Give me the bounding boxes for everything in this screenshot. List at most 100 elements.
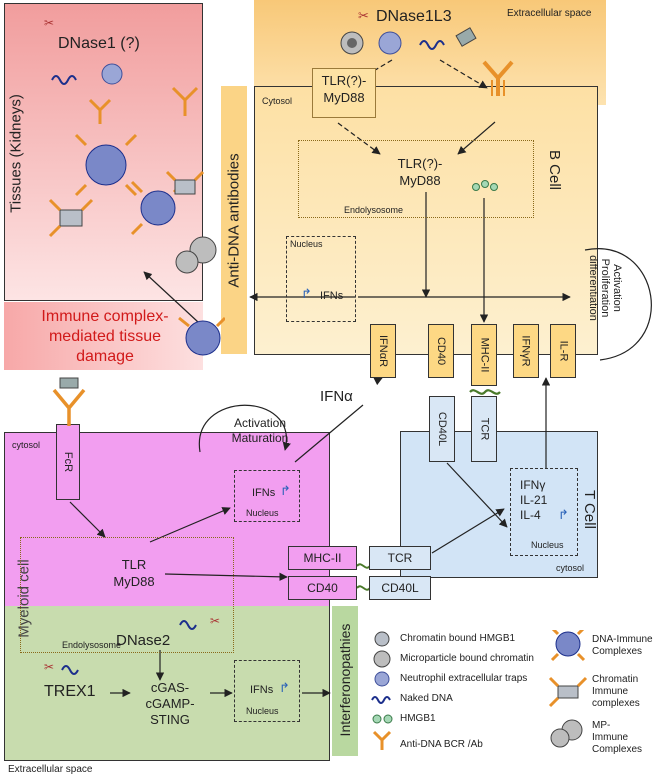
arrow-tlr-endo — [337, 122, 381, 155]
myeloid-activation-label: Activation Maturation — [220, 416, 300, 446]
legend-left-5: Anti-DNA BCR /Ab — [400, 739, 483, 750]
tcell-cytokine-ifng: IFNγ — [520, 478, 546, 492]
tlr-top-label: TLR(?)- MyD88 — [312, 72, 376, 106]
dnase1l3-label: DNase1L3 — [376, 8, 452, 25]
chromatin-complex-icon — [48, 198, 94, 238]
anti-dna-bar — [221, 86, 247, 354]
legend-left-3: Naked DNA — [400, 693, 453, 704]
bcell-nucleus — [286, 236, 356, 322]
legend-right-0-line-1: DNA-Immune — [592, 634, 653, 645]
ifn-gene-arrow-icon: ↱ — [279, 680, 290, 695]
myeloid-activation-line-1: Activation — [233, 416, 287, 430]
tcell-cytosol-label: cytosol — [556, 563, 585, 573]
bcell-ifns-label: IFNs — [320, 290, 344, 302]
chromatin-icon — [455, 27, 477, 47]
myeloid-gene-arrow-icon: ↱ — [280, 483, 291, 498]
bcell-activation-line-2: Proliferation — [599, 258, 611, 318]
legend-right-0: DNA-Immune Complexes — [592, 634, 653, 658]
arrow-tlr-ifns — [149, 507, 231, 543]
fcr-receptor: FcR — [56, 424, 80, 500]
extracellular-top-label: Extracellular space — [507, 8, 592, 19]
bcell-activation-line-1: Activation — [611, 264, 623, 312]
legend-naked-dna-icon — [371, 696, 391, 704]
tcell-nucleus-label: Nucleus — [531, 540, 564, 550]
ifn-nucleus — [234, 660, 300, 722]
legend-icons-left — [371, 631, 393, 750]
myeloid-endolysosome — [20, 537, 234, 653]
legend-right-1-line-2: Immune — [592, 686, 629, 697]
tcell-cytokines: IFNγ IL-21 IL-4 — [520, 478, 547, 523]
myeloid-nucleus — [234, 470, 300, 522]
arrow-tcr-tnucleus-top — [446, 462, 508, 528]
bcell-endolysosome — [298, 140, 534, 218]
tlr-top-line-2: MyD88 — [323, 90, 365, 105]
damage-label: Immune complex- mediated tissue damage — [10, 307, 200, 367]
dnase2-label: DNase2 — [116, 632, 171, 649]
chromatin-hmgb1-icon — [374, 631, 390, 647]
arrow-myeloid-ifn — [294, 404, 364, 463]
tissue-complexes-icons — [48, 63, 186, 238]
legend-right-1: Chromatin Immune complexes — [592, 674, 640, 710]
bcell-tlr-endo-line-1: TLR(?)- — [397, 156, 443, 171]
bcell-tlr-endo-label: TLR(?)- MyD88 — [380, 155, 460, 189]
legend-right-2-line-1: MP- — [592, 720, 611, 731]
tcell-cytokine-il21: IL-21 — [520, 493, 548, 507]
sting-line-1: cGAS- — [150, 680, 190, 695]
ifn-ifns-label: IFNs — [250, 684, 274, 696]
mhc-tcr-link-bcell — [469, 389, 501, 395]
extracellular-bottom-label: Extracellular space — [8, 764, 93, 775]
legend-left-2: Neutrophil extracellular traps — [400, 673, 528, 684]
legend-antibody-icon — [372, 730, 392, 750]
damage-line-2: mediated tissue — [48, 328, 162, 345]
bcell-tlr-endo-line-2: MyD88 — [399, 173, 441, 188]
receptor-mhc-ii-bcell: MHC-II — [471, 324, 497, 386]
legend-left-4: HMGB1 — [400, 713, 436, 724]
receptor-cd40: CD40 — [428, 324, 454, 378]
legend-icons-right — [548, 630, 588, 748]
trex1-label: TREX1 — [44, 683, 96, 700]
mhc-tcr-link-myeloid — [356, 563, 371, 591]
legend-net-icon — [374, 671, 390, 687]
legend-right-1-line-1: Chromatin — [592, 674, 639, 685]
dna-immune-complex-icon — [74, 133, 138, 197]
myeloid-cd40l: CD40L — [369, 576, 431, 600]
legend-microparticle-icon — [373, 650, 391, 668]
myeloid-tlr-label: TLR MyD88 — [104, 556, 164, 590]
legend-right-2: MP- Immune Complexes — [592, 720, 642, 756]
arrow-fcr-tlr — [69, 501, 106, 538]
damage-panel — [4, 302, 203, 370]
arrow-tlr-mhc — [164, 572, 288, 582]
trex1-scissors-icon: ✂ — [44, 660, 55, 674]
dnase2-scissors-icon: ✂ — [210, 614, 221, 628]
myeloid-cd40: CD40 — [288, 576, 357, 600]
receptor-il-r: IL-R — [550, 324, 576, 378]
ifn-nucleus-label: Nucleus — [246, 706, 279, 716]
arrow-ifn-receptor — [373, 377, 383, 386]
top-complexes-icons — [340, 27, 477, 55]
activation-loop-myeloid — [198, 404, 291, 453]
bcell-activation-line-3: differentiation — [587, 255, 599, 321]
legend-right-0-line-2: Complexes — [592, 646, 643, 657]
net-icon — [378, 31, 402, 55]
activation-loop-bcell — [584, 248, 652, 361]
bcell-endolysosome-label: Endolysosome — [344, 205, 404, 215]
arrow-tcr-tnucleus — [431, 508, 505, 554]
myeloid-activation-line-2: Maturation — [231, 431, 289, 445]
tissue-title: DNase1 (?) — [58, 35, 140, 52]
bcell-activation-label: Activation Proliferation differentiation — [587, 223, 623, 353]
myeloid-ifns-label: IFNs — [252, 487, 276, 499]
fcr-immune-complex-icon — [52, 377, 86, 426]
scissors-icon: ✂ — [358, 8, 369, 23]
tcell-cytokine-il4: IL-4 — [520, 508, 541, 522]
receptor-ifngr: IFNγR — [513, 324, 539, 378]
trex1-dna-icon — [61, 665, 79, 675]
tcell-name: T Cell — [581, 490, 598, 529]
tlr-top-box — [312, 68, 376, 118]
myeloid-endolysosome-label: Endolysosome — [62, 640, 122, 650]
bcr-antibody-icon — [482, 60, 514, 96]
myeloid-mhc-ii: MHC-II — [288, 546, 357, 570]
damage-line-3: damage — [76, 348, 134, 365]
myeloid-nucleus-label: Nucleus — [246, 508, 279, 518]
legend: Chromatin bound HMGB1 Microparticle boun… — [370, 630, 666, 760]
legend-left-0: Chromatin bound HMGB1 — [400, 633, 516, 644]
